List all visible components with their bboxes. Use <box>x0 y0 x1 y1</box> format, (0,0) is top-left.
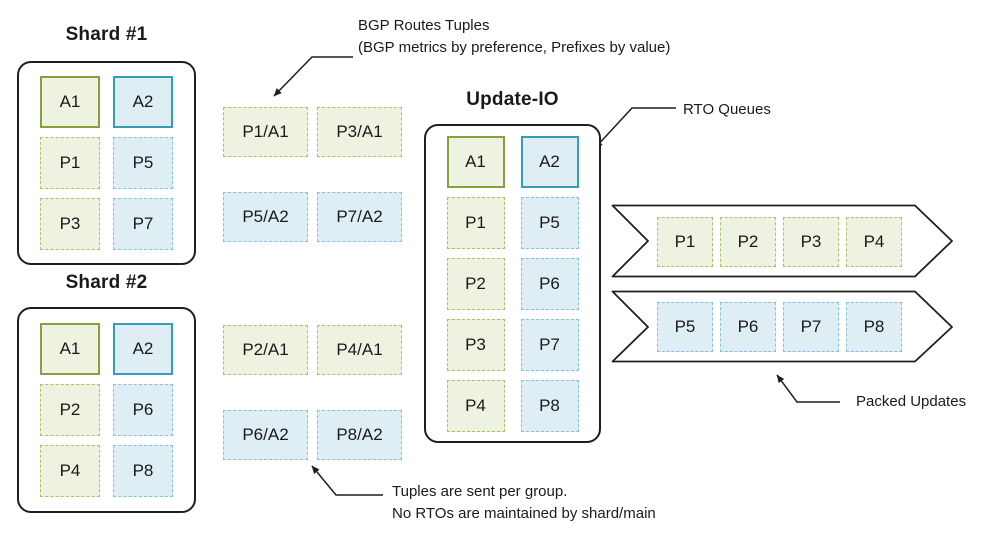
tuple-p7a2: P7/A2 <box>317 192 402 242</box>
shard1-cell-a1: A1 <box>40 76 100 128</box>
queue2-cell-p6: P6 <box>720 302 776 352</box>
tuples-note-arrow <box>311 465 383 496</box>
tuple-p5a2: P5/A2 <box>223 192 308 242</box>
rto-queues-label: RTO Queues <box>683 101 771 118</box>
shard2-cell-p4: P4 <box>40 445 100 497</box>
tuple-p8a2: P8/A2 <box>317 410 402 460</box>
shard1-cell-p5: P5 <box>113 137 173 189</box>
shard2-cell-p6: P6 <box>113 384 173 436</box>
shard2-cell-p2: P2 <box>40 384 100 436</box>
shard1-panel: A1 A2 P1 P5 P3 P7 <box>17 61 196 265</box>
tuple-group-2: P2/A1 P4/A1 P6/A2 P8/A2 <box>223 325 402 460</box>
shard2-panel: A1 A2 P2 P6 P4 P8 <box>17 307 196 513</box>
updateio-cell-p5: P5 <box>520 196 579 249</box>
rto-queues-arrow <box>594 107 676 149</box>
tuples-note-line2: No RTOs are maintained by shard/main <box>392 505 656 522</box>
packed-updates-label: Packed Updates <box>856 393 967 410</box>
queue1-cell-p3: P3 <box>783 217 839 267</box>
queue2-cell-p5: P5 <box>657 302 713 352</box>
tuples-note-line1: Tuples are sent per group. <box>392 483 568 500</box>
shard1-cell-p7: P7 <box>113 198 173 250</box>
update-io-title: Update-IO <box>466 89 559 110</box>
shard1-cell-p1: P1 <box>40 137 100 189</box>
tuple-group-1: P1/A1 P3/A1 P5/A2 P7/A2 <box>223 107 402 242</box>
shard1-cell-a2: A2 <box>113 76 173 128</box>
updateio-cell-p7: P7 <box>520 318 579 371</box>
queue1-cell-p2: P2 <box>720 217 776 267</box>
tuple-p4a1: P4/A1 <box>317 325 402 375</box>
shard2-cell-p8: P8 <box>113 445 173 497</box>
bgp-tuples-label-line2: (BGP metrics by preference, Prefixes by … <box>358 39 671 56</box>
updateio-cell-p3: P3 <box>446 318 505 371</box>
tuple-p3a1: P3/A1 <box>317 107 402 157</box>
bgp-tuples-label: BGP Routes Tuples (BGP metrics by prefer… <box>358 15 670 59</box>
updateio-cell-p1: P1 <box>446 196 505 249</box>
queue1-cell-p4: P4 <box>846 217 902 267</box>
tuple-p1a1: P1/A1 <box>223 107 308 157</box>
bgp-tuples-label-line1: BGP Routes Tuples <box>358 17 490 34</box>
bgp-tuples-arrow <box>273 56 353 97</box>
queue2-cell-p7: P7 <box>783 302 839 352</box>
updateio-cell-a1: A1 <box>446 135 505 188</box>
shard2-cell-a2: A2 <box>113 323 173 375</box>
tuple-p6a2: P6/A2 <box>223 410 308 460</box>
queue1-items: P1 P2 P3 P4 <box>657 217 902 267</box>
shard1-cell-p3: P3 <box>40 198 100 250</box>
shard2-cell-a1: A1 <box>40 323 100 375</box>
updateio-cell-p4: P4 <box>446 379 505 432</box>
queue2-cell-p8: P8 <box>846 302 902 352</box>
tuple-p2a1: P2/A1 <box>223 325 308 375</box>
updateio-cell-p2: P2 <box>446 257 505 310</box>
queue2-items: P5 P6 P7 P8 <box>657 302 902 352</box>
queue1-cell-p1: P1 <box>657 217 713 267</box>
packed-updates-arrow <box>776 374 840 403</box>
tuples-note-label: Tuples are sent per group. No RTOs are m… <box>392 481 656 525</box>
shard1-title: Shard #1 <box>65 24 148 45</box>
shard2-title: Shard #2 <box>65 272 148 293</box>
updateio-cell-a2: A2 <box>520 135 579 188</box>
update-io-panel: A1 A2 P1 P5 P2 P6 P3 P7 P4 P8 <box>424 124 601 443</box>
updateio-cell-p6: P6 <box>520 257 579 310</box>
updateio-cell-p8: P8 <box>520 379 579 432</box>
